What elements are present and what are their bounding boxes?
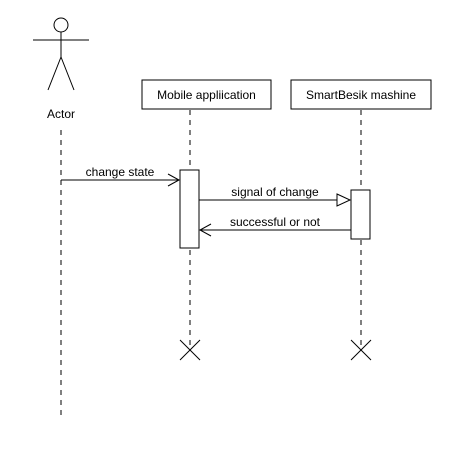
message-signal-of-change: signal of change [199,185,352,207]
message-successful-or-not: successful or not [198,215,351,237]
participant-mobile-app-label: Mobile appliication [157,88,256,102]
mobile-app-activation-bar [179,169,200,249]
actor-stick-figure-icon [33,17,89,91]
participant-machine: SmartBesik mashine [290,79,432,110]
participant-mobile-app: Mobile appliication [141,79,272,110]
message-successful-or-not-label: successful or not [230,215,321,229]
mobile-app-destroy-icon [179,339,201,361]
machine-destroy-icon [350,339,372,361]
message-change-state-label: change state [86,165,155,179]
hollow-triangle-arrowhead-icon [336,193,352,207]
actor-label: Actor [47,107,75,121]
message-signal-of-change-label: signal of change [231,185,319,199]
open-arrowhead-icon [167,173,181,187]
machine-activation-bar [350,189,371,240]
participant-machine-label: SmartBesik mashine [306,88,416,102]
message-change-state: change state [61,165,181,187]
open-arrowhead-icon [198,223,212,237]
